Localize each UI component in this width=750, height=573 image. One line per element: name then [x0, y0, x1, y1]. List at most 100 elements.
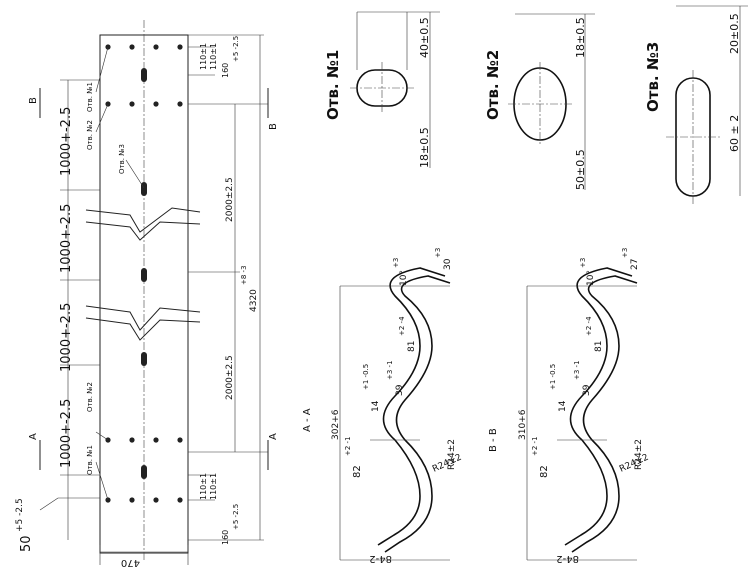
leader-2 — [95, 103, 109, 133]
span-dim-upper: 2000±2.5 — [225, 177, 235, 222]
section-a-d81: 81 — [407, 341, 417, 352]
section-b-title: B - B — [488, 428, 499, 452]
section-b-d39: 39 — [582, 384, 592, 396]
end-offset-dim: 50 — [19, 535, 34, 552]
break-line-upper-2 — [85, 221, 201, 241]
overall-length-tol: +8 -3 — [240, 265, 248, 285]
pitch-dim-1: 110±1 — [199, 43, 208, 70]
section-b-label-left: B — [28, 97, 39, 104]
hole-10 — [129, 437, 135, 443]
section-a-bottom: 84-2 — [369, 553, 392, 564]
pitch-dim-3: 110±1 — [199, 473, 208, 500]
section-a-label-left: A — [28, 433, 39, 440]
leader-4 — [95, 431, 109, 441]
end-span-dim-top: 160 — [221, 63, 230, 78]
hole-8 — [177, 101, 183, 107]
section-a-a: A - A 302+6 82 +2 -1 84-2 10° +3 30 +3 R… — [302, 248, 463, 564]
end-span-tol-bottom: +5 -2.5 — [232, 504, 240, 530]
end-span-dim-bottom: 160 — [221, 530, 230, 545]
section-b-d39-tol: +3 -1 — [573, 360, 581, 380]
hole-6 — [129, 101, 135, 107]
hole-2 — [129, 44, 135, 50]
hole-label-3: Отв. №3 — [118, 144, 126, 174]
pitch-dim-2: 110±1 — [209, 43, 218, 70]
section-b-profile-inner — [571, 275, 638, 553]
hole-label-2-bottom: Отв. №2 — [86, 382, 94, 412]
section-b-angle1-tol: +3 — [579, 258, 587, 268]
section-b-angle1: 10° — [586, 270, 596, 286]
section-a-d14: 14 — [371, 400, 381, 412]
hole-1-dim2: 18±0.5 — [418, 127, 431, 168]
slot-hole-mid — [141, 268, 147, 282]
hole-detail-1: Отв. №1 40±0.5 18±0.5 — [324, 11, 440, 168]
section-a-d81-tol: +2 -4 — [398, 316, 406, 336]
section-b-depth-tol: +2 -1 — [531, 436, 539, 456]
hole-16 — [177, 497, 183, 503]
slot-hole-bottom — [141, 465, 147, 479]
section-a-depth: 82 — [352, 465, 363, 478]
section-a-depth-tol: +2 -1 — [344, 436, 352, 456]
end-offset-tol: +5 -2.5 — [15, 498, 25, 532]
leader-5 — [95, 461, 109, 501]
hole-label-1-bottom: Отв. №1 — [86, 445, 94, 475]
section-a-title: A - A — [302, 408, 313, 432]
hole-15 — [153, 497, 159, 503]
segment-dim-4: 1000+-2.5 — [59, 399, 74, 468]
section-a-height: 302+6 — [331, 409, 341, 440]
hole-2-dim2: 50±0.5 — [574, 149, 587, 190]
overall-length: 4320 — [249, 289, 259, 312]
section-b-height: 310+6 — [518, 409, 528, 440]
section-b-profile-outer — [564, 267, 633, 546]
hole-2-title: Отв. №2 — [484, 50, 502, 120]
section-a-angle1: 10° — [399, 270, 409, 286]
section-b-bottom: 84-2 — [556, 553, 579, 564]
section-a-angle2-tol: +3 — [434, 248, 442, 258]
section-a-angle2: 30 — [443, 258, 453, 270]
hole-11 — [153, 437, 159, 443]
leader-1 — [95, 46, 109, 93]
segment-dim-3: 1000+-2.5 — [59, 303, 74, 372]
section-a-profile-outer — [377, 267, 446, 546]
section-a-d39: 39 — [395, 384, 405, 396]
hole-7 — [153, 101, 159, 107]
section-b-b: B - B 310+6 82 +2 -1 84-2 10° +3 27 +3 R… — [488, 248, 650, 564]
hole-4 — [177, 44, 183, 50]
section-b-angle2: 27 — [630, 259, 640, 270]
break-line-upper-1 — [85, 207, 201, 233]
hole-12 — [177, 437, 183, 443]
hole-3-title: Отв. №3 — [644, 42, 662, 112]
section-a-d39-tol: +3 -1 — [386, 360, 394, 380]
width-dim: 470 — [121, 557, 140, 568]
hole-detail-3: Отв. №3 20±0.5 60 ± 2 — [644, 5, 748, 204]
section-a-angle1-tol: +3 — [392, 258, 400, 268]
end-offset-leader — [39, 497, 59, 511]
section-a-label-right: A — [268, 433, 279, 440]
slot-hole-3 — [141, 182, 147, 196]
span-dim-lower: 2000±2.5 — [225, 355, 235, 400]
slot-hole — [141, 68, 147, 82]
section-b-d81: 81 — [594, 341, 604, 352]
pitch-dim-4: 110±1 — [209, 473, 218, 500]
section-a-d14-tol: +1 -0.5 — [362, 364, 370, 390]
section-b-depth: 82 — [539, 465, 550, 478]
section-b-angle2-tol: +3 — [621, 248, 629, 258]
section-b-d14: 14 — [558, 400, 568, 412]
break-line-lower-1 — [85, 305, 201, 331]
hole-detail-2: Отв. №2 18±0.5 50±0.5 — [484, 13, 595, 190]
section-b-r1: R24±2 — [634, 439, 644, 470]
hole-label-2-top: Отв. №2 — [86, 120, 94, 150]
break-line-lower-2 — [85, 317, 201, 341]
section-b-d81-tol: +2 -4 — [585, 316, 593, 336]
slot-hole-mid-2 — [141, 352, 147, 366]
plan-view: 470 — [15, 20, 279, 568]
section-b-d14-tol: +1 -0.5 — [549, 364, 557, 390]
hole-2-dim1: 18±0.5 — [574, 17, 587, 58]
hole-14 — [129, 497, 135, 503]
hole-3-dim1: 20±0.5 — [728, 13, 741, 54]
hole-1-dim1: 40±0.5 — [418, 17, 431, 58]
hole-3 — [153, 44, 159, 50]
hole-3-dim2: 60 ± 2 — [728, 115, 741, 152]
end-span-tol-top: +5 -2.5 — [232, 36, 240, 62]
segment-dim-2: 1000+-2.5 — [59, 204, 74, 273]
